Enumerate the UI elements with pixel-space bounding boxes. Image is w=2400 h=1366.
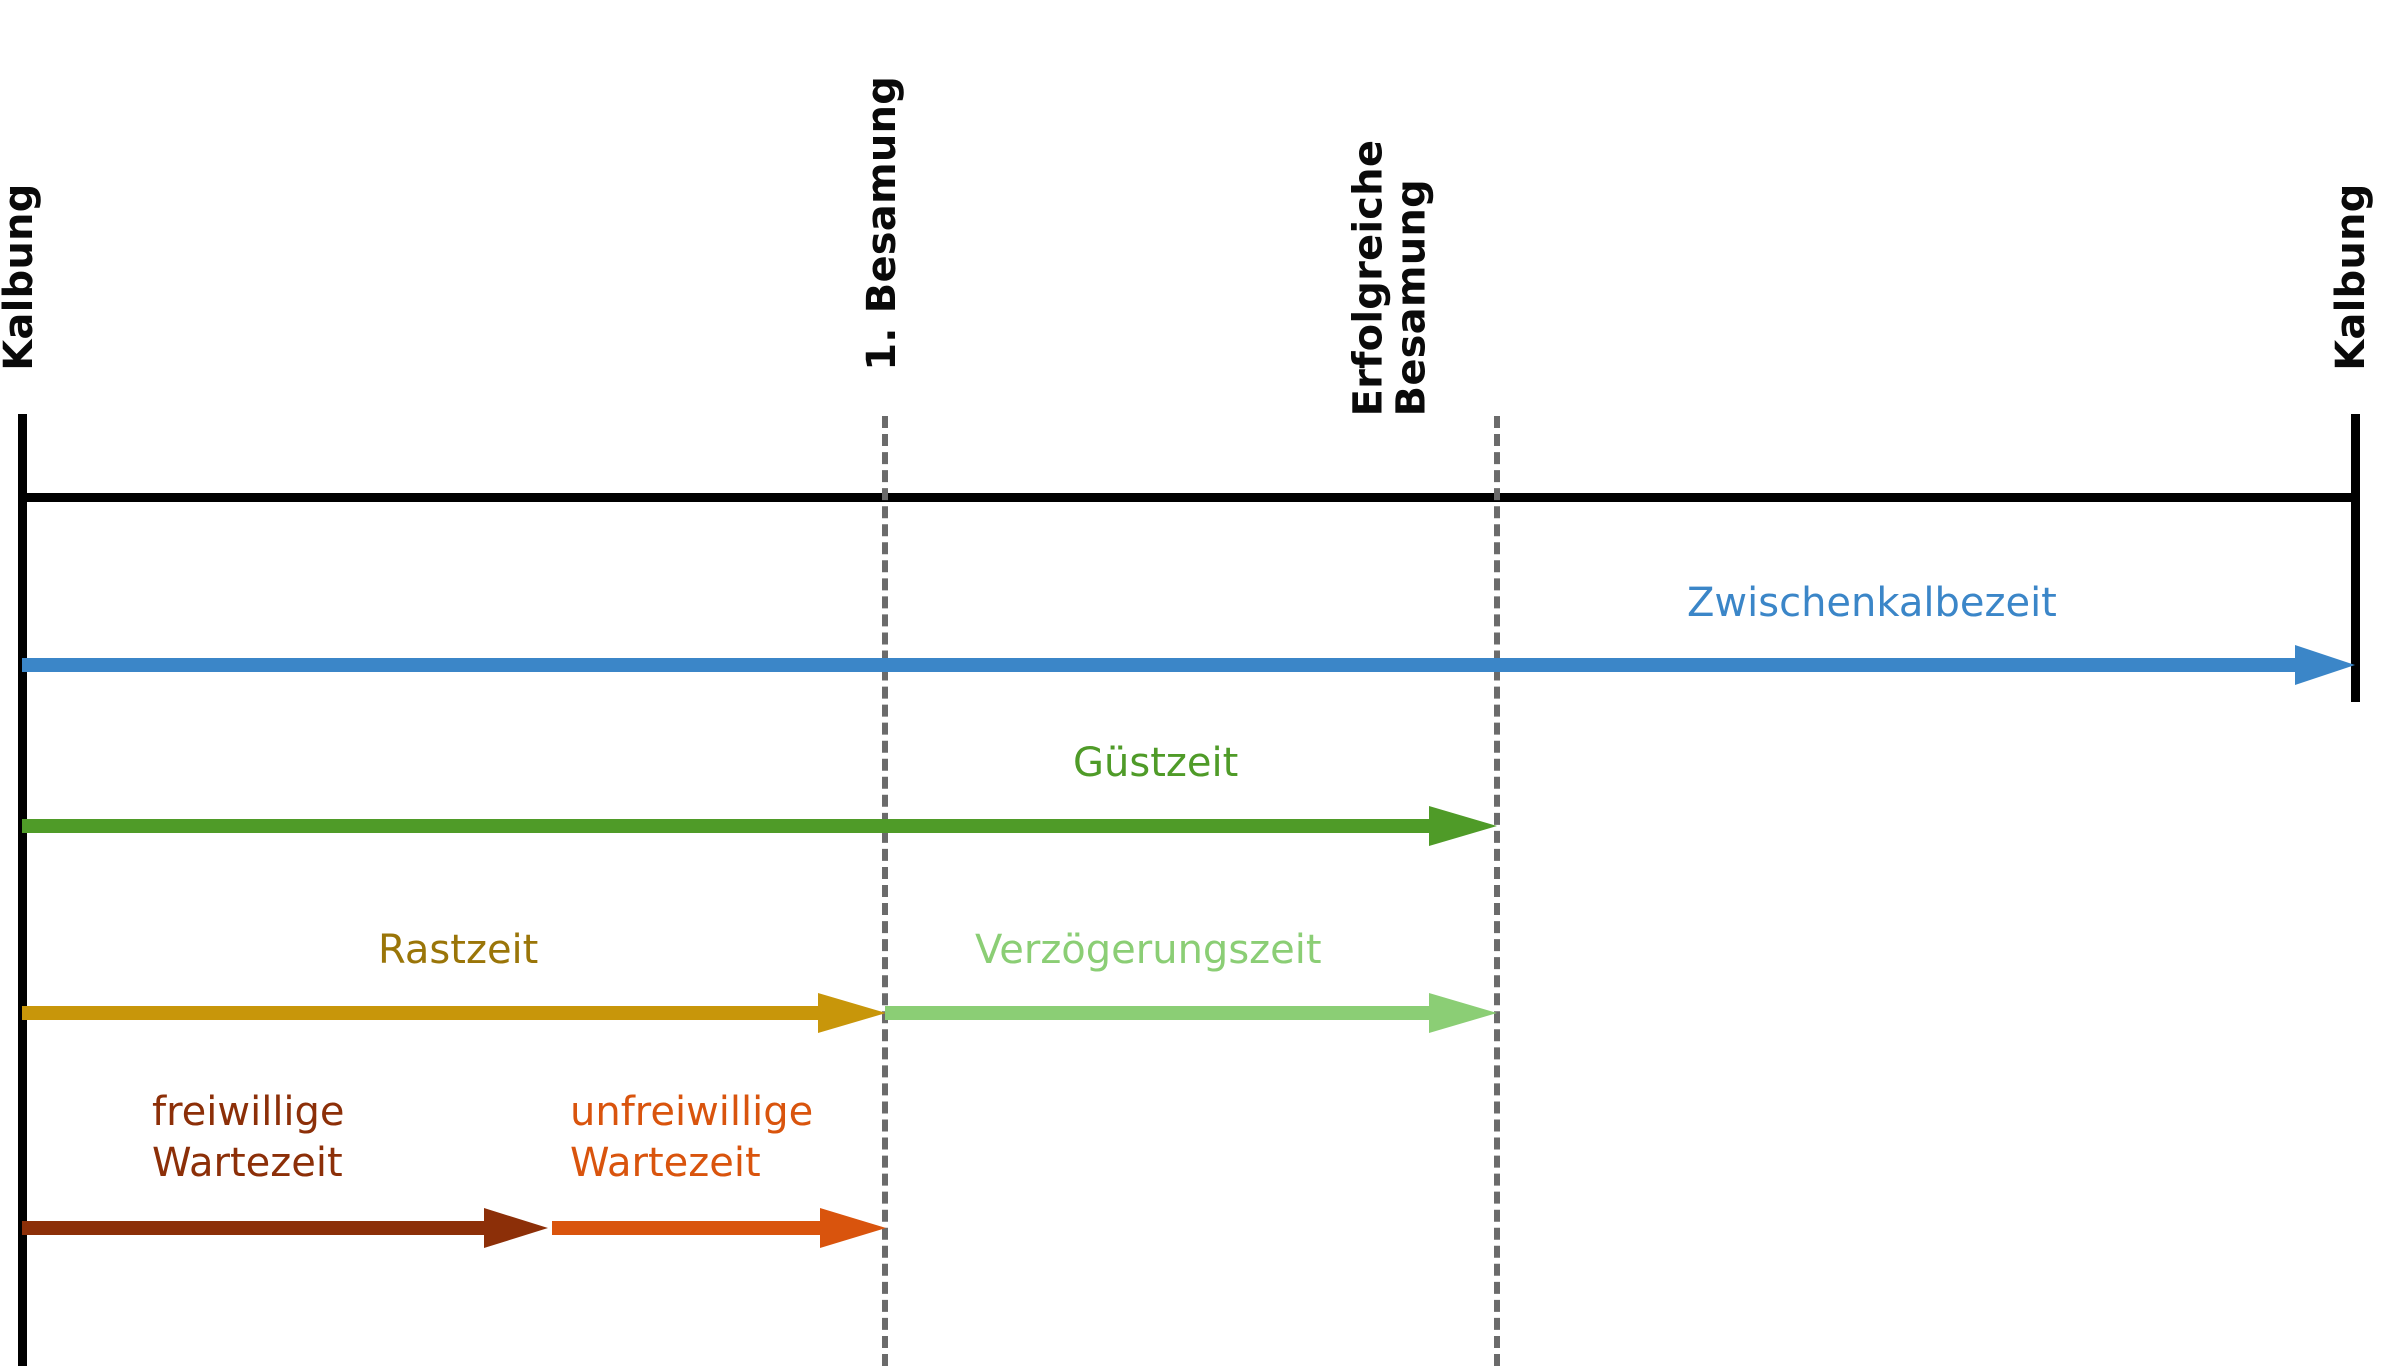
event-label-erfolgreiche-besamung: Erfolgreiche Besamung bbox=[1345, 139, 1435, 417]
arrow-unfreiwillige-wartezeit bbox=[552, 1208, 886, 1248]
event-label-kalbung-start: Kalbung bbox=[0, 183, 43, 371]
caption-freiwillige-wartezeit: freiwillige Wartezeit bbox=[152, 1087, 345, 1189]
event-label-line: Erfolgreiche bbox=[1345, 139, 1392, 417]
caption-rastzeit: Rastzeit bbox=[378, 925, 538, 976]
event-label-line: Besamung bbox=[1388, 179, 1435, 417]
arrow-guestzeit bbox=[22, 806, 1497, 846]
event-label-line: Kalbung bbox=[0, 183, 43, 371]
caption-verzoegerungszeit: Verzögerungszeit bbox=[975, 925, 1322, 976]
caption-zwischenkalbezeit: Zwischenkalbezeit bbox=[1687, 578, 2057, 629]
caption-guestzeit: Güstzeit bbox=[1073, 738, 1238, 789]
arrow-verzoegerungszeit bbox=[885, 993, 1497, 1033]
event-label-line: 1. Besamung bbox=[859, 75, 906, 371]
caption-line: Wartezeit bbox=[570, 1140, 761, 1187]
guideline-erste-besamung bbox=[882, 416, 888, 1366]
caption-line: unfreiwillige bbox=[570, 1089, 814, 1135]
event-label-erste-besamung: 1. Besamung bbox=[859, 75, 906, 371]
arrow-rastzeit bbox=[22, 993, 886, 1033]
caption-line: Wartezeit bbox=[152, 1140, 343, 1187]
event-label-kalbung-end: Kalbung bbox=[2328, 183, 2375, 371]
arrow-freiwillige-wartezeit bbox=[22, 1208, 548, 1248]
axis-horizontal bbox=[18, 493, 2360, 502]
event-label-line: Kalbung bbox=[2328, 183, 2375, 371]
caption-line: freiwillige bbox=[152, 1089, 345, 1135]
caption-line: Zwischenkalbezeit bbox=[1687, 580, 2057, 626]
caption-line: Verzögerungszeit bbox=[975, 927, 1322, 973]
guideline-erfolgreiche-besamung bbox=[1494, 416, 1500, 1366]
caption-line: Rastzeit bbox=[378, 927, 539, 973]
caption-unfreiwillige-wartezeit: unfreiwillige Wartezeit bbox=[570, 1087, 813, 1189]
axis-vertical-left bbox=[18, 414, 27, 1366]
axis-vertical-right bbox=[2351, 414, 2360, 702]
arrow-zwischenkalbezeit bbox=[22, 645, 2355, 685]
caption-line: Güstzeit bbox=[1073, 740, 1239, 786]
